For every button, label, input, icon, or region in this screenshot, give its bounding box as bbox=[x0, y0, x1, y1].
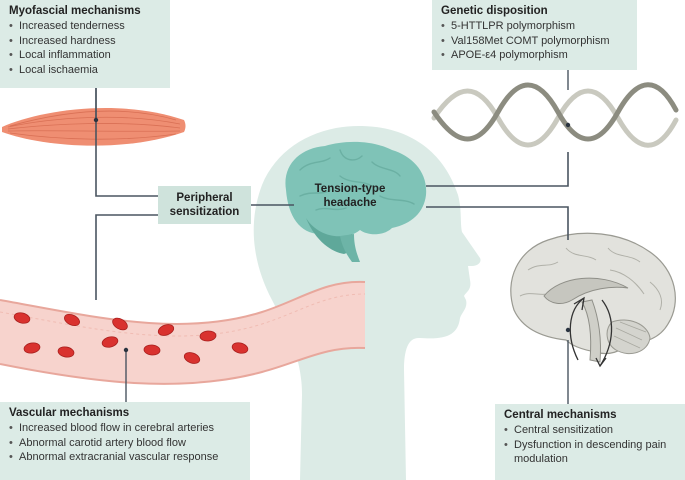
list-item: Increased tenderness bbox=[9, 19, 162, 34]
list-item: Abnormal extracranial vascular response bbox=[9, 450, 242, 465]
list-item: Val158Met COMT polymorphism bbox=[441, 34, 629, 49]
list-item: Increased blood flow in cerebral arterie… bbox=[9, 421, 242, 436]
list-item: Abnormal carotid artery blood flow bbox=[9, 436, 242, 451]
myofascial-mechanisms-title: Myofascial mechanisms bbox=[9, 5, 141, 17]
peripheral-label-line2: sensitization bbox=[169, 206, 240, 218]
connector-lines bbox=[95, 88, 569, 300]
vascular-mechanisms-title: Vascular mechanisms bbox=[9, 407, 130, 419]
headache-label-line2: headache bbox=[323, 197, 377, 209]
peripheral-sensitization-label: Peripheral sensitization bbox=[158, 186, 251, 224]
connector-dots bbox=[93, 117, 571, 353]
list-item: Dysfunction in descending pain modulatio… bbox=[504, 438, 677, 467]
brain-illustration bbox=[285, 141, 427, 262]
central-mechanisms-list: Central sensitization Dysfunction in des… bbox=[504, 423, 677, 467]
dna-illustration bbox=[431, 82, 679, 148]
peripheral-label-line1: Peripheral bbox=[176, 192, 233, 204]
brain-section-illustration bbox=[510, 232, 676, 368]
myofascial-mechanisms-box: Myofascial mechanisms Increased tenderne… bbox=[0, 0, 170, 88]
genetic-disposition-list: 5-HTTLPR polymorphism Val158Met COMT pol… bbox=[441, 19, 629, 63]
list-item: Local ischaemia bbox=[9, 63, 162, 78]
genetic-disposition-box: Genetic disposition 5-HTTLPR polymorphis… bbox=[432, 0, 637, 70]
vascular-mechanisms-list: Increased blood flow in cerebral arterie… bbox=[9, 421, 242, 465]
list-item: Increased hardness bbox=[9, 34, 162, 49]
myofascial-mechanisms-list: Increased tenderness Increased hardness … bbox=[9, 19, 162, 77]
connector-ticks bbox=[95, 70, 569, 404]
list-item: APOE-ε4 polymorphism bbox=[441, 48, 629, 63]
genetic-disposition-title: Genetic disposition bbox=[441, 5, 548, 17]
blood-vessel-illustration bbox=[0, 280, 366, 385]
vascular-mechanisms-box: Vascular mechanisms Increased blood flow… bbox=[0, 402, 250, 480]
tension-type-headache-label: Tension-type headache bbox=[300, 182, 400, 210]
central-mechanisms-title: Central mechanisms bbox=[504, 409, 617, 421]
central-mechanisms-box: Central mechanisms Central sensitization… bbox=[495, 404, 685, 480]
list-item: Local inflammation bbox=[9, 48, 162, 63]
muscle-illustration bbox=[2, 108, 186, 146]
list-item: 5-HTTLPR polymorphism bbox=[441, 19, 629, 34]
headache-label-line1: Tension-type bbox=[314, 183, 386, 195]
list-item: Central sensitization bbox=[504, 423, 677, 438]
